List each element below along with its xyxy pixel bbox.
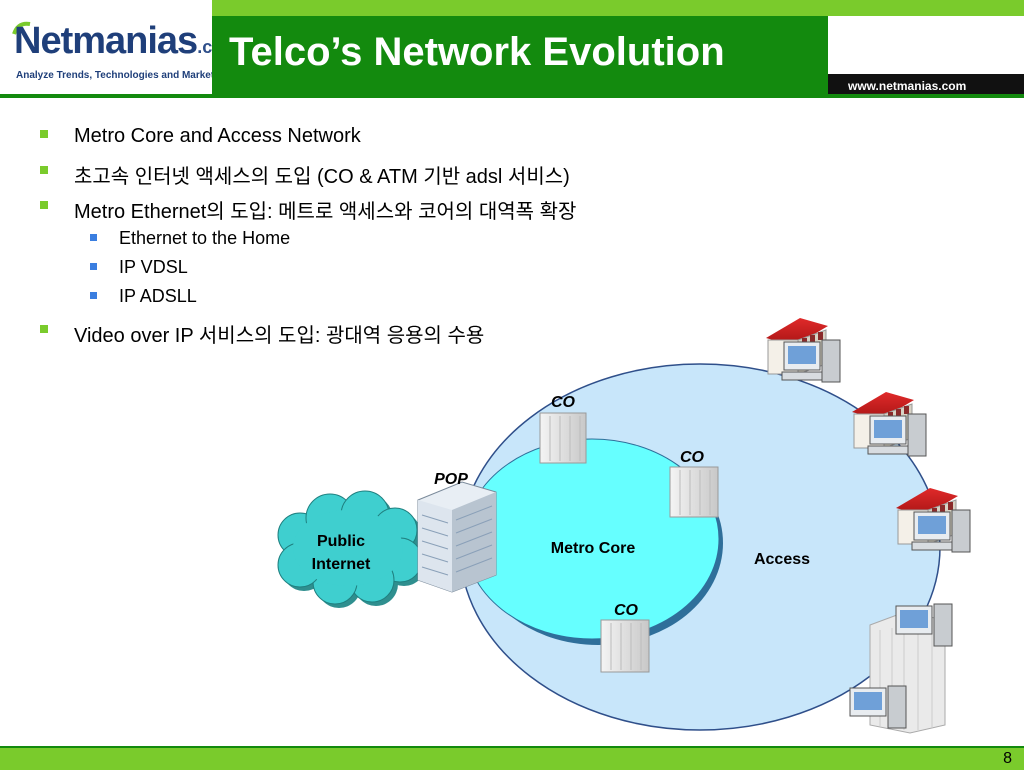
sub-bullet-marker xyxy=(90,263,97,270)
office-building-with-pc-icon xyxy=(849,603,953,734)
co-building-icon xyxy=(539,412,587,464)
sub-bullet-item: Ethernet to the Home xyxy=(119,228,291,248)
sub-bullet-item: IP VDSL xyxy=(119,257,188,277)
sub-bullet-item: IP ADSLL xyxy=(119,286,197,306)
bullet-marker xyxy=(40,201,48,209)
logo-wordmark: Netmanias.com xyxy=(14,22,239,60)
bullet-item: 초고속 인터넷 액세스의 도입 (CO & ATM 기반 adsl 서비스) xyxy=(74,166,570,188)
co-building-icon xyxy=(600,619,650,673)
header-rule xyxy=(0,94,1024,98)
page-number: 8 xyxy=(1003,750,1012,767)
header-title-band xyxy=(212,16,828,94)
house-with-pc-icon xyxy=(766,318,841,383)
sub-bullet-marker xyxy=(90,234,97,241)
header-url: www.netmanias.com xyxy=(848,79,967,93)
header-right-strip xyxy=(828,16,1024,74)
bullet-marker xyxy=(40,325,48,333)
bullet-marker xyxy=(40,130,48,138)
logo-swoosh-icon xyxy=(12,21,31,35)
house-with-pc-icon xyxy=(896,488,971,553)
house-with-pc-icon xyxy=(852,392,927,457)
pop-label: POP xyxy=(434,471,468,488)
cloud-label-line2: Internet xyxy=(312,556,371,573)
sub-bullet-marker xyxy=(90,292,97,299)
co-right-label: CO xyxy=(680,449,705,466)
bullet-item: Metro Core and Access Network xyxy=(74,125,361,147)
bullet-item: Video over IP 서비스의 도입: 광대역 응용의 수용 xyxy=(74,325,485,347)
public-internet-cloud xyxy=(277,490,426,608)
co-building-icon xyxy=(669,466,719,518)
header-top-bar xyxy=(212,0,1024,16)
netmanias-logo: Netmanias.com Analyze Trends, Technologi… xyxy=(0,0,239,92)
pop-building-icon xyxy=(417,481,497,593)
footer-bar: 8 xyxy=(0,746,1024,770)
page-title: Telco’s Network Evolution xyxy=(229,30,725,74)
header-url-band xyxy=(828,74,1024,94)
bullet-marker xyxy=(40,166,48,174)
logo-tagline: Analyze Trends, Technologies and Market xyxy=(16,70,215,81)
co-top-label: CO xyxy=(551,394,576,411)
access-label: Access xyxy=(754,551,810,568)
cloud-label-line1: Public xyxy=(317,533,365,550)
logo-wordmark-text: Netmanias xyxy=(14,20,198,62)
co-bottom-label: CO xyxy=(614,602,639,619)
metro-core-label: Metro Core xyxy=(551,540,636,557)
bullet-item: Metro Ethernet의 도입: 메트로 액세스와 코어의 대역폭 확장 xyxy=(74,201,577,223)
